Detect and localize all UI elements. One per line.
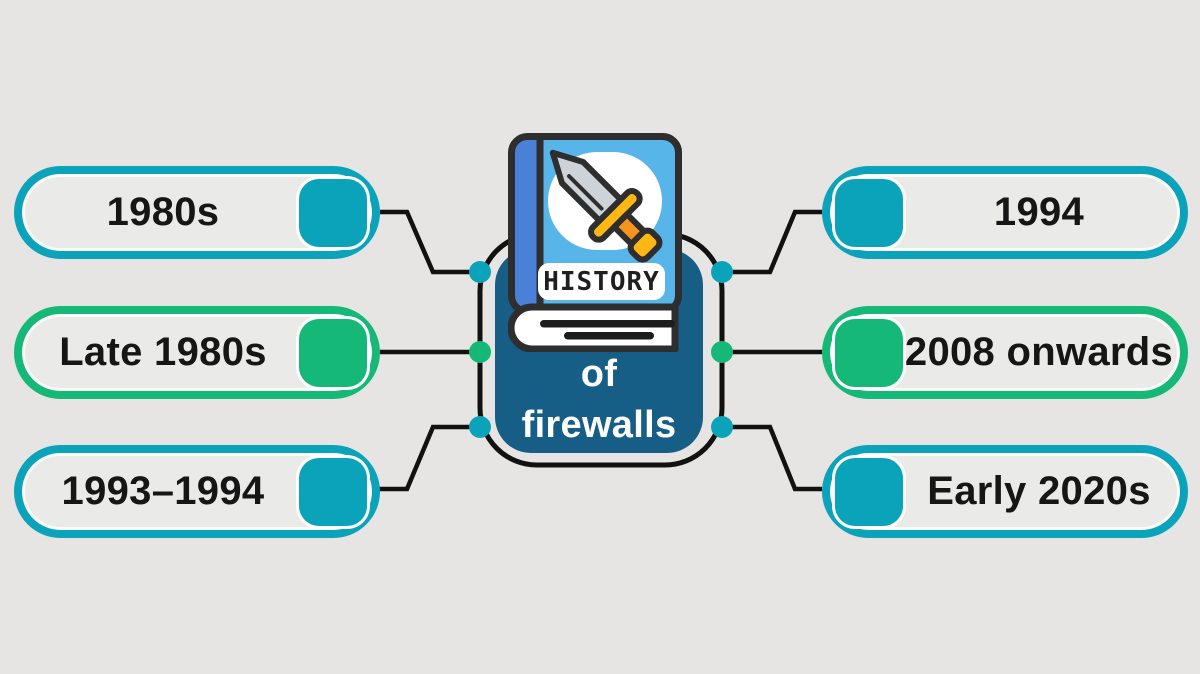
book-title-text: HISTORY: [543, 267, 660, 297]
center-node-label-line1: of: [580, 353, 618, 395]
connector-dot: [711, 261, 733, 283]
node-early-2020s: Early 2020s: [822, 445, 1188, 538]
node-1993-1994: 1993–1994: [14, 445, 380, 538]
center-node-label-line2: firewalls: [521, 404, 677, 446]
connector-dot: [711, 416, 733, 438]
page-line: [540, 320, 675, 328]
node-label: 1980s: [106, 190, 220, 234]
book-pages: [508, 303, 679, 352]
node-accent-square: [299, 457, 367, 526]
sword-icon: [549, 149, 663, 263]
connector-dot: [469, 341, 491, 363]
node-label: Early 2020s: [927, 469, 1151, 513]
node-accent-square: [835, 178, 903, 247]
node-accent-square: [299, 178, 367, 247]
node-2008-onwards: 2008 onwards: [822, 306, 1188, 399]
connector-dot: [469, 416, 491, 438]
page-line: [564, 332, 654, 340]
book-title-plate: [538, 263, 665, 300]
node-accent-square: [299, 318, 367, 387]
node-accent-square: [835, 457, 903, 526]
node-label: Late 1980s: [59, 330, 267, 374]
history-book-icon: HISTORY: [508, 133, 682, 352]
node-1994: 1994: [822, 166, 1188, 259]
node-late-1980s: Late 1980s: [14, 306, 380, 399]
connector-dot: [711, 341, 733, 363]
center-node-label: of firewalls: [495, 349, 703, 451]
sword-pommel: [627, 227, 663, 263]
node-label: 1994: [993, 190, 1085, 234]
connector-line-left-top: [380, 209, 472, 275]
connector-line-right-top: [730, 209, 822, 275]
connector-line-right-bottom: [730, 424, 822, 492]
node-1980s: 1980s: [14, 166, 380, 259]
connector-line-left-bottom: [378, 424, 472, 492]
connector-dot: [469, 261, 491, 283]
node-label: 2008 onwards: [904, 330, 1174, 374]
node-accent-square: [835, 318, 903, 387]
sword-blade-fold: [567, 174, 604, 211]
node-label: 1993–1994: [61, 469, 265, 513]
